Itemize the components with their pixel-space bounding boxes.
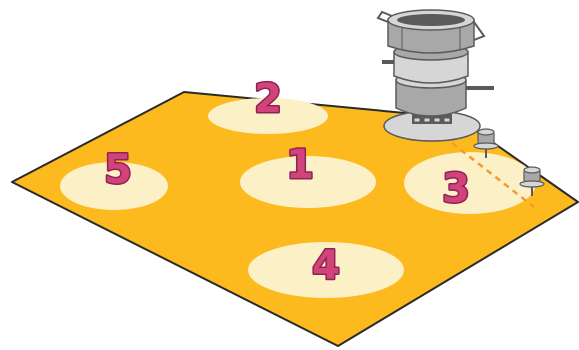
- spot-3-number: 3: [442, 166, 470, 212]
- spot-5-number: 5: [104, 147, 132, 193]
- spot-1-number: 1: [286, 142, 314, 188]
- spot-3: [404, 152, 536, 214]
- spot-2-number: 2: [254, 76, 282, 122]
- spot-4-number: 4: [312, 243, 340, 289]
- steamer-pot-stack-icon: [378, 10, 494, 141]
